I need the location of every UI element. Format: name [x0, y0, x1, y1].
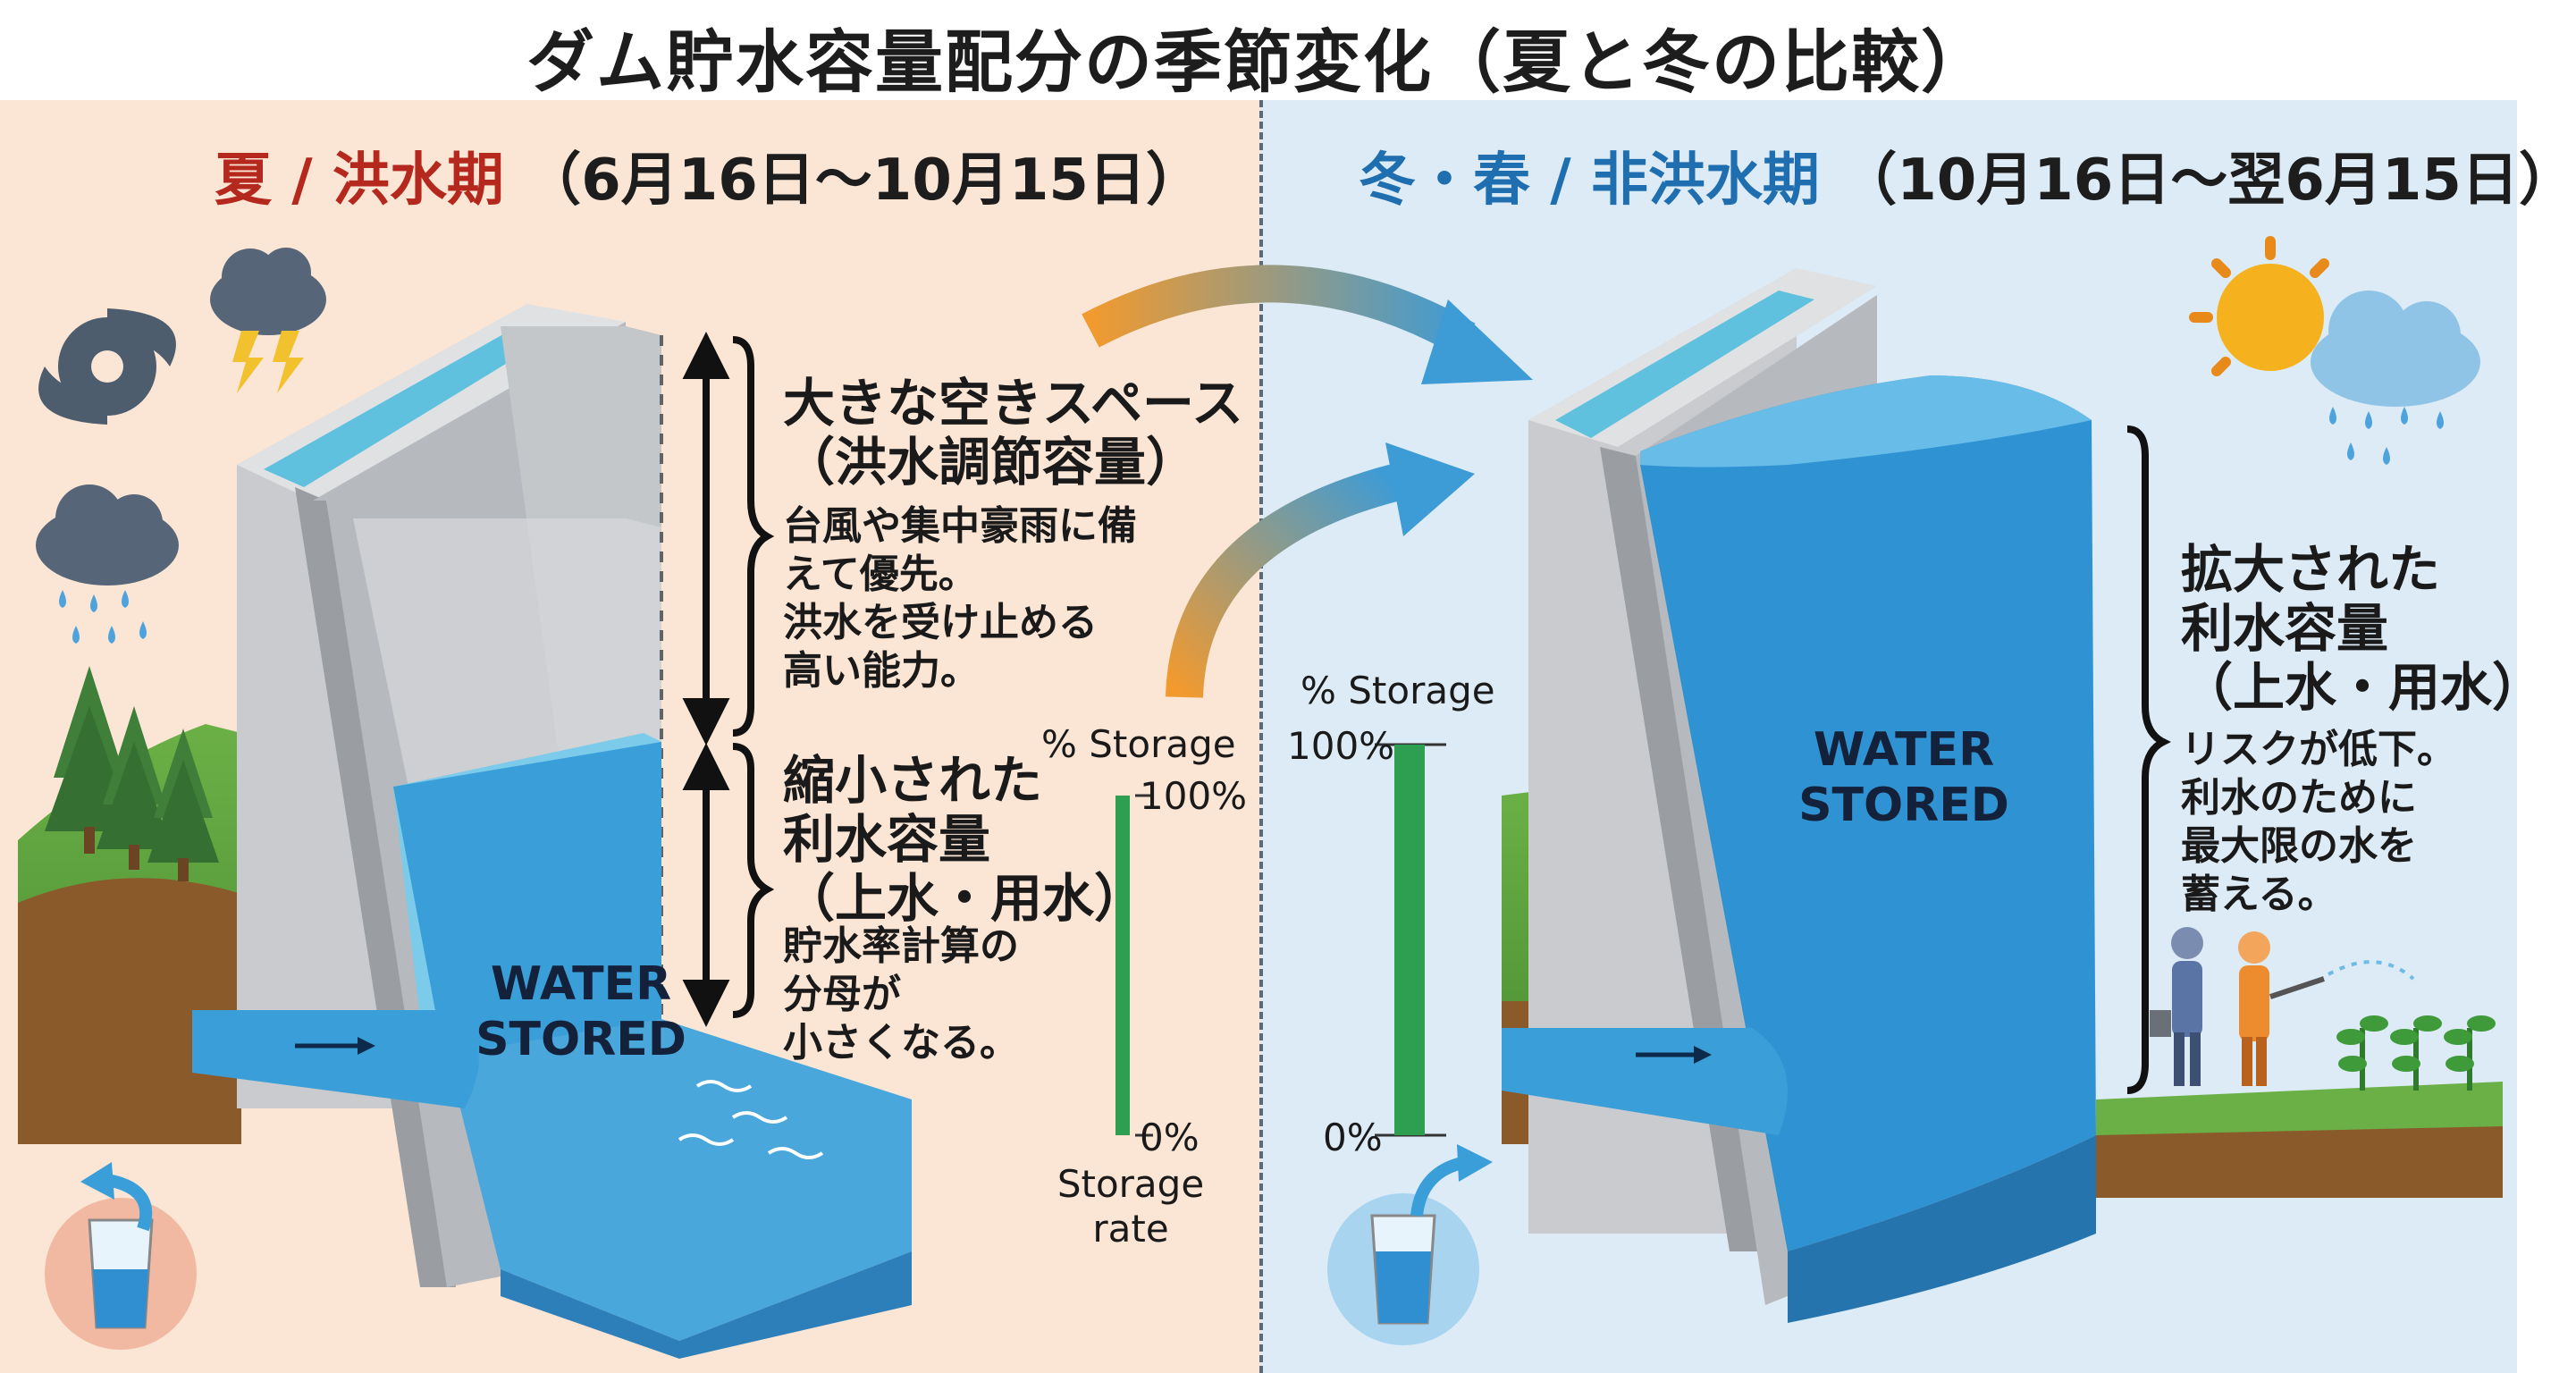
- expanded-capacity-desc-line: 蓄える。: [2181, 872, 2337, 917]
- expanded-capacity-description: リスクが低下。 利水のために 最大限の水を 蓄える。: [2181, 726, 2456, 919]
- flood-space-desc-line: 台風や集中豪雨に備: [783, 503, 1137, 549]
- winter-period: （10月16日～翌6月15日）: [1839, 147, 2576, 214]
- summer-gauge-footer: Storage rate: [1055, 1162, 1207, 1251]
- winter-heading: 冬・春 / 非洪水期 （10月16日～翌6月15日）: [1359, 134, 2576, 216]
- summer-gauge-top-label: 100%: [1140, 774, 1248, 818]
- water-label-line: WATER: [490, 957, 672, 1011]
- people-watering-icon: [2150, 927, 2415, 1086]
- winter-gauge-fill: [1394, 745, 1425, 1135]
- summer-outlet-channel: [192, 1010, 479, 1108]
- tree-icon: [45, 666, 219, 881]
- season-divider: [1259, 100, 1263, 1373]
- thunderstorm-icon: [210, 248, 326, 393]
- water-glass-icon: [45, 1162, 197, 1350]
- flood-space-description: 台風や集中豪雨に備 えて優先。 洪水を受け止める 高い能力。: [783, 502, 1137, 695]
- flood-space-title: 大きな空きスペース （洪水調節容量）: [783, 374, 1243, 492]
- flood-space-desc-line: えて優先。: [783, 552, 978, 597]
- summer-gauge: [1115, 794, 1153, 1137]
- winter-outlet-channel: [1502, 1028, 1788, 1135]
- flood-space-brace: [732, 336, 775, 1018]
- expanded-capacity-title-line: 利水容量: [2181, 598, 2389, 659]
- expanded-capacity-desc-line: 最大限の水を: [2181, 823, 2417, 869]
- winter-gauge-bottom-label: 0%: [1323, 1116, 1383, 1159]
- rain-cloud-icon: [36, 484, 179, 644]
- page-title: ダム貯水容量配分の季節変化（夏と冬の比較）: [526, 22, 1991, 102]
- summer-gauge-fill: [1115, 796, 1130, 1135]
- flood-capacity-arrow: [682, 332, 730, 1027]
- flood-space-title-line: （洪水調節容量）: [783, 432, 1199, 493]
- flood-space-desc-line: 洪水を受け止める: [783, 600, 1098, 645]
- summer-period: （6月16日～10月15日）: [524, 147, 1203, 214]
- flood-space-title-line: 大きな空きスペース: [783, 373, 1244, 434]
- usable-capacity-desc-line: 分母が: [783, 972, 901, 1017]
- usable-capacity-title: 縮小された 利水容量 （上水・用水）: [783, 751, 1146, 928]
- winter-season-label: 冬・春 / 非洪水期: [1359, 147, 1820, 214]
- summer-gauge-header: % Storage: [1041, 722, 1236, 766]
- expanded-capacity-desc-line: 利水のために: [2181, 775, 2417, 821]
- winter-gauge: [1375, 743, 1446, 1137]
- usable-capacity-title-line: 利水容量: [783, 809, 991, 870]
- gauge-footer-line: Storage: [1056, 1162, 1205, 1206]
- winter-gauge-top-label: 100%: [1287, 724, 1395, 768]
- usable-capacity-desc-line: 小さくなる。: [783, 1020, 1019, 1066]
- summer-water-label: WATER STORED: [465, 956, 697, 1067]
- usable-capacity-description: 貯水率計算の 分母が 小さくなる。: [783, 922, 1019, 1067]
- typhoon-icon: [38, 308, 176, 425]
- summer-gauge-bottom-label: 0%: [1140, 1116, 1200, 1159]
- water-ripples: [678, 1080, 824, 1159]
- gauge-footer-line: rate: [1092, 1207, 1169, 1251]
- expanded-capacity-title-line: 拡大された: [2181, 539, 2441, 600]
- winter-gauge-header: % Storage: [1301, 669, 1495, 712]
- expanded-capacity-desc-line: リスクが低下。: [2181, 727, 2456, 772]
- diagram-graphics: [18, 236, 2503, 1359]
- summer-heading: 夏 / 洪水期 （6月16日～10月15日）: [215, 134, 1203, 216]
- summer-reservoir-water: [393, 733, 912, 1359]
- water-label-line: WATER: [1813, 723, 1995, 777]
- expanded-capacity-title: 拡大された 利水容量 （上水・用水）: [2181, 540, 2544, 717]
- sun-icon: [2189, 236, 2329, 376]
- usable-capacity-title-line: （上水・用水）: [783, 868, 1147, 929]
- winter-water-label: WATER STORED: [1788, 722, 2020, 833]
- water-glass-icon: [1327, 1144, 1493, 1345]
- transition-arrow-top: [1082, 265, 1533, 384]
- plants-icon: [2336, 1015, 2496, 1091]
- expanded-capacity-title-line: （上水・用水）: [2181, 657, 2545, 718]
- summer-season-label: 夏 / 洪水期: [215, 147, 504, 214]
- water-label-line: STORED: [476, 1013, 686, 1066]
- expanded-capacity-brace: [2126, 425, 2171, 1094]
- sun-rain-cloud-icon: [2311, 291, 2480, 465]
- flood-space-desc-line: 高い能力。: [783, 648, 980, 694]
- usable-capacity-title-line: 縮小された: [783, 750, 1043, 811]
- usable-capacity-desc-line: 貯水率計算の: [783, 923, 1019, 969]
- transition-arrow-bottom: [1166, 442, 1475, 698]
- water-label-line: STORED: [1798, 779, 2009, 832]
